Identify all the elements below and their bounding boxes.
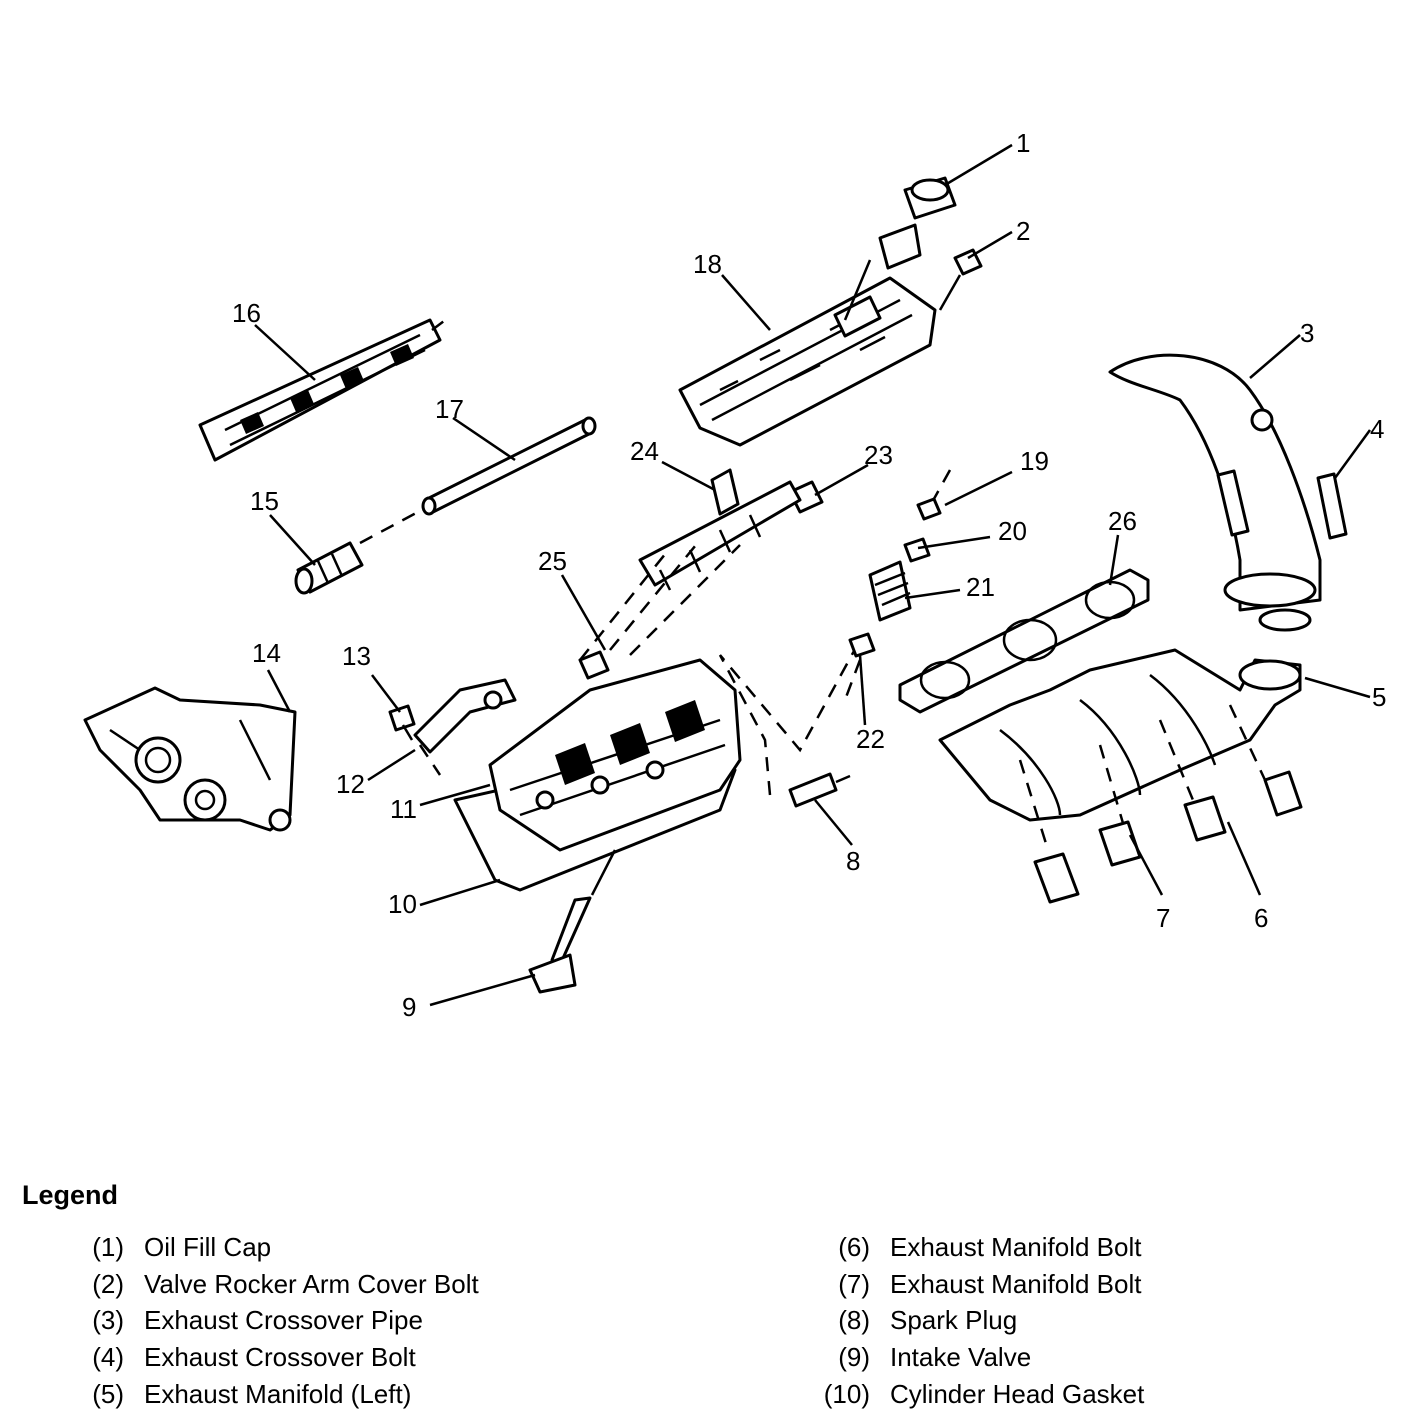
bracket xyxy=(413,678,517,776)
callout-17: 17 xyxy=(435,394,464,424)
legend-item: (2) Valve Rocker Arm Cover Bolt xyxy=(84,1269,479,1306)
legend-left-column: (1) Oil Fill Cap (2) Valve Rocker Arm Cove… xyxy=(84,1232,479,1415)
callout-1: 1 xyxy=(1016,128,1030,158)
legend-item: (4) Exhaust Crossover Bolt xyxy=(84,1342,479,1379)
legend-title: Legend xyxy=(22,1180,119,1210)
cylinder-head xyxy=(488,658,742,852)
legend-label: Spark Plug xyxy=(890,1305,1018,1336)
callout-14: 14 xyxy=(252,638,281,668)
callout-4: 4 xyxy=(1370,414,1384,444)
callout-25: 25 xyxy=(538,546,567,576)
legend-item: (9) Intake Valve xyxy=(818,1342,1144,1379)
callout-16: 16 xyxy=(232,298,261,328)
exhaust-manifold-bolts xyxy=(1018,704,1303,904)
callout-23: 23 xyxy=(864,440,893,470)
legend-label: Exhaust Manifold (Left) xyxy=(144,1378,412,1409)
legend-label: Valve Rocker Arm Cover Bolt xyxy=(144,1268,479,1299)
callout-24: 24 xyxy=(630,436,659,466)
callout-7: 7 xyxy=(1156,903,1170,933)
callout-10: 10 xyxy=(388,889,417,919)
legend-item: (10) Cylinder Head Gasket xyxy=(818,1378,1145,1416)
legend-label: Cylinder Head Gasket xyxy=(890,1378,1145,1409)
legend-item: (5) Exhaust Manifold (Left) xyxy=(84,1379,479,1416)
bracket-bolt xyxy=(388,704,416,741)
callout-8: 8 xyxy=(846,846,860,876)
cover-bolt xyxy=(938,248,983,311)
exhaust-crossover-pipe xyxy=(1108,353,1322,632)
legend-label: Exhaust Crossover Pipe xyxy=(144,1305,423,1336)
legend-number: (6) xyxy=(838,1232,870,1262)
callout-11: 11 xyxy=(390,794,417,824)
legend-number: (9) xyxy=(838,1342,870,1373)
callout-3: 3 xyxy=(1300,318,1314,348)
callout-18: 18 xyxy=(693,249,722,279)
rocker-arm-assembly xyxy=(198,317,449,462)
valve-rocker-arm-cover xyxy=(678,276,937,447)
legend-label: Intake Valve xyxy=(890,1342,1032,1373)
callout-13: 13 xyxy=(342,641,371,671)
legend-item: (1) Oil Fill Cap xyxy=(84,1232,479,1269)
leader-lines xyxy=(254,143,1372,1007)
legend-number: (4) xyxy=(92,1342,124,1373)
callout-12: 12 xyxy=(336,769,365,799)
spark-plug xyxy=(718,639,862,808)
legend-item: (6) Exhaust Manifold Bolt xyxy=(818,1232,1144,1269)
callout-labels: 1 2 3 4 5 6 7 8 9 10 11 12 13 14 15 16 1… xyxy=(232,128,1386,1022)
callout-26: 26 xyxy=(1108,506,1137,536)
legend-number: (7) xyxy=(838,1268,870,1299)
callout-6: 6 xyxy=(1254,903,1268,933)
legend-number: (2) xyxy=(92,1268,124,1299)
legend-label: Exhaust Crossover Bolt xyxy=(144,1342,416,1373)
exhaust-manifold-left xyxy=(938,648,1302,822)
callout-2: 2 xyxy=(1016,216,1030,246)
legend-label: Exhaust Manifold Bolt xyxy=(890,1268,1142,1299)
exploded-view-diagram: 1 2 3 4 5 6 7 8 9 10 11 12 13 14 15 16 1… xyxy=(83,128,1386,1022)
legend-number: (3) xyxy=(92,1305,124,1336)
valve-train-parts xyxy=(578,468,824,680)
callout-19: 19 xyxy=(1020,446,1049,476)
callout-5: 5 xyxy=(1372,682,1386,712)
exhaust-crossover-bolts xyxy=(1216,469,1348,540)
spark-plug-boot-parts xyxy=(843,469,952,701)
legend-label: Oil Fill Cap xyxy=(144,1232,272,1262)
valve-lifter xyxy=(294,510,419,595)
legend-item: (8) Spark Plug xyxy=(818,1305,1144,1342)
callout-20: 20 xyxy=(998,516,1027,546)
callout-21: 21 xyxy=(966,572,995,602)
legend-right-column: (6) Exhaust Manifold Bolt (7) Exhaust Mani… xyxy=(818,1232,1145,1416)
legend-label: Exhaust Manifold Bolt xyxy=(890,1232,1142,1262)
callout-9: 9 xyxy=(402,992,416,1022)
legend-item: (3) Exhaust Crossover Pipe xyxy=(84,1305,479,1342)
legend-number: (8) xyxy=(838,1305,870,1336)
callout-15: 15 xyxy=(250,486,279,516)
intake-valve xyxy=(528,849,617,994)
pushrod xyxy=(421,416,597,516)
front-cover-housing xyxy=(83,686,297,832)
exhaust-manifold-gasket xyxy=(898,568,1150,714)
legend-number: (5) xyxy=(92,1378,124,1409)
legend-number: (1) xyxy=(92,1232,124,1262)
legend-item: (7) Exhaust Manifold Bolt xyxy=(818,1269,1144,1306)
oil-fill-cap xyxy=(843,176,957,321)
callout-22: 22 xyxy=(856,724,885,754)
legend-number: (10) xyxy=(823,1378,870,1409)
